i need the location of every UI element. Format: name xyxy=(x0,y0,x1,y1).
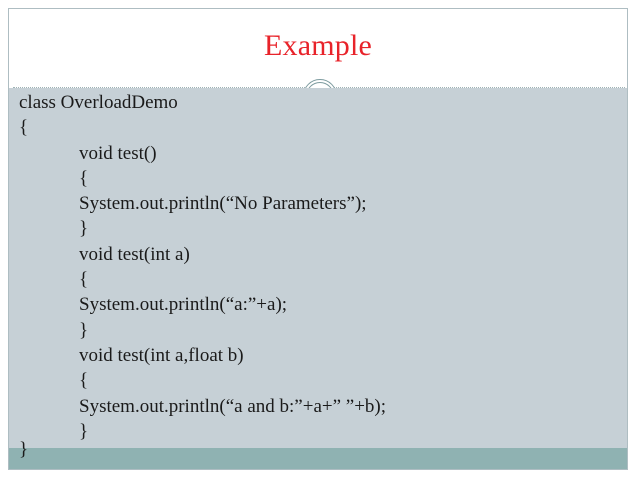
code-line: { xyxy=(79,269,89,291)
code-line: System.out.println(“a:”+a); xyxy=(79,294,288,316)
code-line: { xyxy=(79,370,89,392)
code-line: void test(int a) xyxy=(79,243,190,265)
code-line: } xyxy=(79,420,89,442)
code-line: } xyxy=(79,319,89,341)
title-band: Example xyxy=(9,9,627,88)
code-line: { xyxy=(79,167,89,189)
page-title: Example xyxy=(263,29,373,62)
code-line: { xyxy=(19,117,29,139)
code-line: void test(int a,float b) xyxy=(79,344,244,366)
code-line: System.out.println(“No Parameters”); xyxy=(79,193,367,215)
slide-canvas: Example class OverloadDemo { void test() { S… xyxy=(8,8,628,470)
bottom-accent-bar xyxy=(9,448,627,469)
code-line: } xyxy=(79,218,89,240)
code-panel: class OverloadDemo { void test() { System.ou… xyxy=(9,88,627,448)
closing-brace: } xyxy=(19,439,29,460)
code-line-list: class OverloadDemo { void test() { System.ou… xyxy=(9,88,627,444)
code-line: void test() xyxy=(79,142,157,164)
code-line: class OverloadDemo xyxy=(19,92,178,113)
code-line: System.out.println(“a and b:”+a+” ”+b); xyxy=(79,395,387,417)
